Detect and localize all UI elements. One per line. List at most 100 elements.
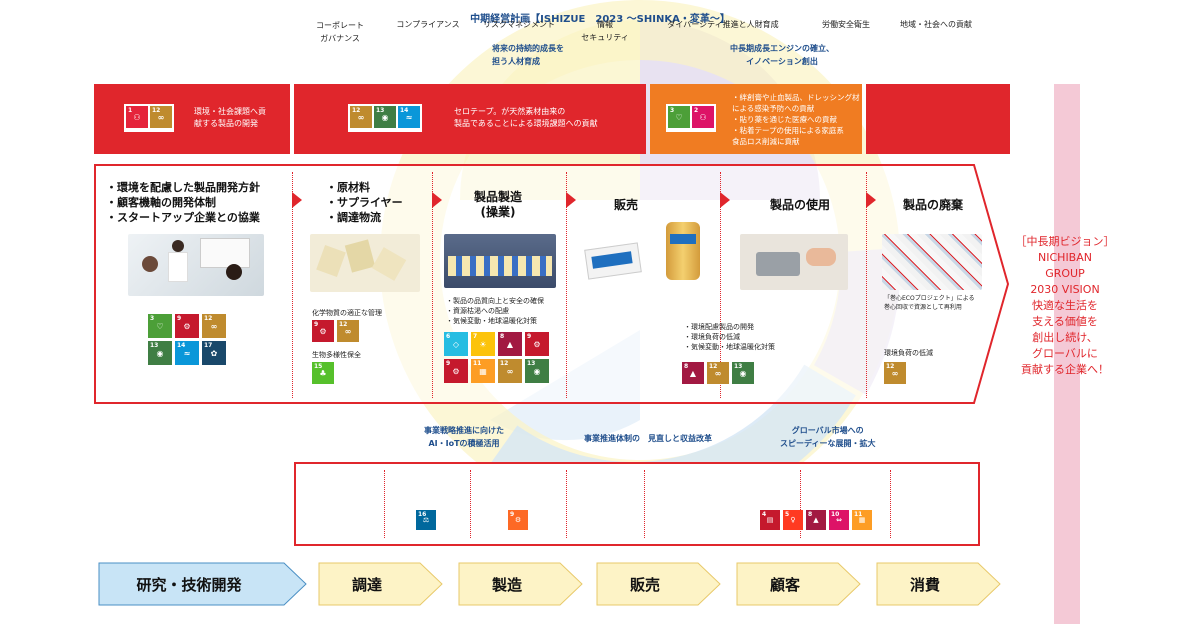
sdg-15-icon: 15♣ — [312, 362, 334, 384]
sdg-11-icon: 11▦ — [471, 359, 495, 383]
sdg-12-icon: 12∞ — [707, 362, 729, 384]
sdg-8-icon: 8▲ — [806, 510, 826, 530]
raw-material-photo — [310, 234, 420, 292]
sdg-12-icon: 12∞ — [350, 106, 372, 128]
sdg-icons: 9⚙ 12∞ — [312, 320, 359, 342]
sdg-4-icon: 4▤ — [760, 510, 780, 530]
sdg-icons: 3♡ 2⚇ — [666, 104, 716, 132]
sdg-5-icon: 2⚇ — [692, 106, 714, 128]
risk-management-label: リスクマネジメント — [483, 20, 555, 29]
recycled-cores-photo — [882, 234, 982, 290]
sdg-8-icon: 8▲ — [682, 362, 704, 384]
value-chain-label-customer: 顧客 — [769, 575, 800, 594]
product-usage-photo — [740, 234, 848, 290]
chevron-right-icon — [432, 192, 442, 208]
procurement-note-chemicals: 化学物質の適正な管理 — [312, 309, 382, 317]
usage-title: 製品の使用 — [769, 198, 830, 212]
manufacturing-title: 製品製造(操業) — [473, 190, 522, 219]
plan-title: 中期経営計画【ISHIZUE 2023 〜SHINKA・変革〜】 — [470, 14, 730, 25]
sdg-9-icon: 9⚙ — [444, 359, 468, 383]
chevron-right-icon — [566, 192, 576, 208]
sdg-14-icon: 14≈ — [398, 106, 420, 128]
arc-label-innovation: 中長期成長エンジンの確立、イノベーション創出 — [730, 44, 834, 66]
sdg-icons: 12∞ 13◉ 14≈ — [348, 104, 422, 132]
value-chain-step-procurement — [318, 562, 443, 606]
sdg-9-icon: 9⚙ — [175, 314, 199, 338]
sdg-13-icon: 13◉ — [374, 106, 396, 128]
value-chain-label-consumption: 消費 — [909, 575, 940, 594]
arc-label-global: グローバル市場へのスピーディーな展開・拡大 — [780, 426, 876, 448]
top-band-cell-3: 3♡ 2⚇ ・絆創膏や止血製品、ドレッシング材による感染予防への貢献・貼り薬を通… — [650, 84, 862, 154]
top-band-cell-2: 12∞ 13◉ 14≈ セロテープ。が天然素材由来の製品であることによる環境課題… — [294, 84, 646, 154]
sdg-13-icon: 13◉ — [732, 362, 754, 384]
value-chain-step-sales — [596, 562, 721, 606]
top-band-cell-4 — [866, 84, 1010, 154]
sdg-9-icon: 9⚙ — [508, 510, 528, 530]
research-bullets: ・環境を配慮した製品開発方針・顧客機軸の開発体制・スタートアップ企業との協業 — [106, 181, 260, 224]
procurement-bullets: ・原材料・サプライヤー・調達物流 — [326, 181, 403, 224]
sdg-12-icon: 12∞ — [202, 314, 226, 338]
manufacturing-notes: ・製品の品質向上と安全の確保・資源枯渇への配慮・気候変動・地球温暖化対策 — [446, 297, 544, 325]
sdg-12-icon: 12∞ — [337, 320, 359, 342]
sdg-icons: 9⚙ — [508, 510, 528, 530]
sdg-10-icon: 10⇔ — [829, 510, 849, 530]
governance-label: コーポレートガバナンス — [316, 21, 364, 43]
research-sdg-grid: 3♡ 9⚙ 12∞ 13◉ 14≈ 17✿ — [148, 314, 226, 365]
tape-roll-photo — [664, 216, 704, 286]
compliance-label: コンプライアンス — [396, 20, 460, 29]
value-chain-step-research — [98, 562, 307, 606]
factory-photo — [444, 234, 556, 288]
diversity-label: ダイバーシティ推進と人財育成 — [667, 20, 779, 29]
sdg-13-icon: 13◉ — [525, 359, 549, 383]
disposal-note: 環境負荷の低減 — [884, 349, 933, 357]
community-label: 地域・社会への貢献 — [900, 20, 972, 29]
value-chain-step-manufacturing — [458, 562, 583, 606]
research-meeting-photo — [128, 234, 264, 296]
arc-label-talent: 将来の持続的成長を担う人材育成 — [492, 44, 564, 66]
sdg-icons: 4▤ 5♀ 8▲ 10⇔ 11▦ — [760, 510, 872, 530]
sdg-16-icon: 16⚖ — [416, 510, 436, 530]
value-chain-step-consumption — [876, 562, 1001, 606]
sdg-7-icon: 7☀ — [471, 332, 495, 356]
value-chain-step-customer — [736, 562, 861, 606]
top-band-cell-1: 1⚇ 12∞ 環境・社会課題へ貢献する製品の開発 — [94, 84, 290, 154]
chevron-right-icon — [292, 192, 302, 208]
sdg-1-icon: 1⚇ — [126, 106, 148, 128]
foundation-box — [294, 462, 980, 546]
sdg-9-icon: 9⚙ — [525, 332, 549, 356]
chevron-right-icon — [866, 192, 876, 208]
sdg-17-icon: 17✿ — [202, 341, 226, 365]
tape-dispenser-photo — [584, 236, 644, 284]
sdg-12-icon: 12∞ — [498, 359, 522, 383]
procurement-note-biodiversity: 生物多様性保全 — [312, 351, 361, 359]
sdg-icons: 8▲ 12∞ 13◉ — [682, 362, 754, 384]
vision-bar — [1054, 84, 1080, 624]
sdg-9-icon: 9⚙ — [312, 320, 334, 342]
sdg-icons: 16⚖ — [416, 510, 436, 530]
sdg-3-icon: 3♡ — [148, 314, 172, 338]
security-label: 情報セキュリティ — [581, 20, 629, 42]
sdg-13-icon: 13◉ — [148, 341, 172, 365]
sdg-12-icon: 12∞ — [150, 106, 172, 128]
value-chain-label-manufacturing: 製造 — [491, 575, 522, 594]
sdg-11-icon: 11▦ — [852, 510, 872, 530]
sdg-8-icon: 8▲ — [498, 332, 522, 356]
sdg-3-icon: 3♡ — [668, 106, 690, 128]
disposal-caption: 「巻心ECOプロジェクト」による巻心回収で資源として再利用 — [884, 295, 975, 311]
manufacturing-sdg-grid: 6◇ 7☀ 8▲ 9⚙ 9⚙ 11▦ 12∞ 13◉ — [444, 332, 549, 383]
value-chain-label-procurement: 調達 — [351, 575, 382, 594]
value-chain-label-research: 研究・技術開発 — [136, 575, 242, 594]
sdg-14-icon: 14≈ — [175, 341, 199, 365]
chevron-right-icon — [720, 192, 730, 208]
value-chain-label-sales: 販売 — [629, 575, 660, 594]
sdg-12-icon: 12∞ — [884, 362, 906, 384]
disposal-title: 製品の廃棄 — [902, 198, 963, 212]
sales-title: 販売 — [613, 198, 638, 212]
sdg-6-icon: 6◇ — [444, 332, 468, 356]
sdg-5-icon: 5♀ — [783, 510, 803, 530]
arc-label-restructure: 事業推進体制の 見直しと収益改革 — [584, 434, 712, 443]
sdg-icons: 1⚇ 12∞ — [124, 104, 174, 132]
usage-notes: ・環境配慮製品の開発・環境負荷の低減・気候変動・地球温暖化対策 — [684, 323, 775, 351]
